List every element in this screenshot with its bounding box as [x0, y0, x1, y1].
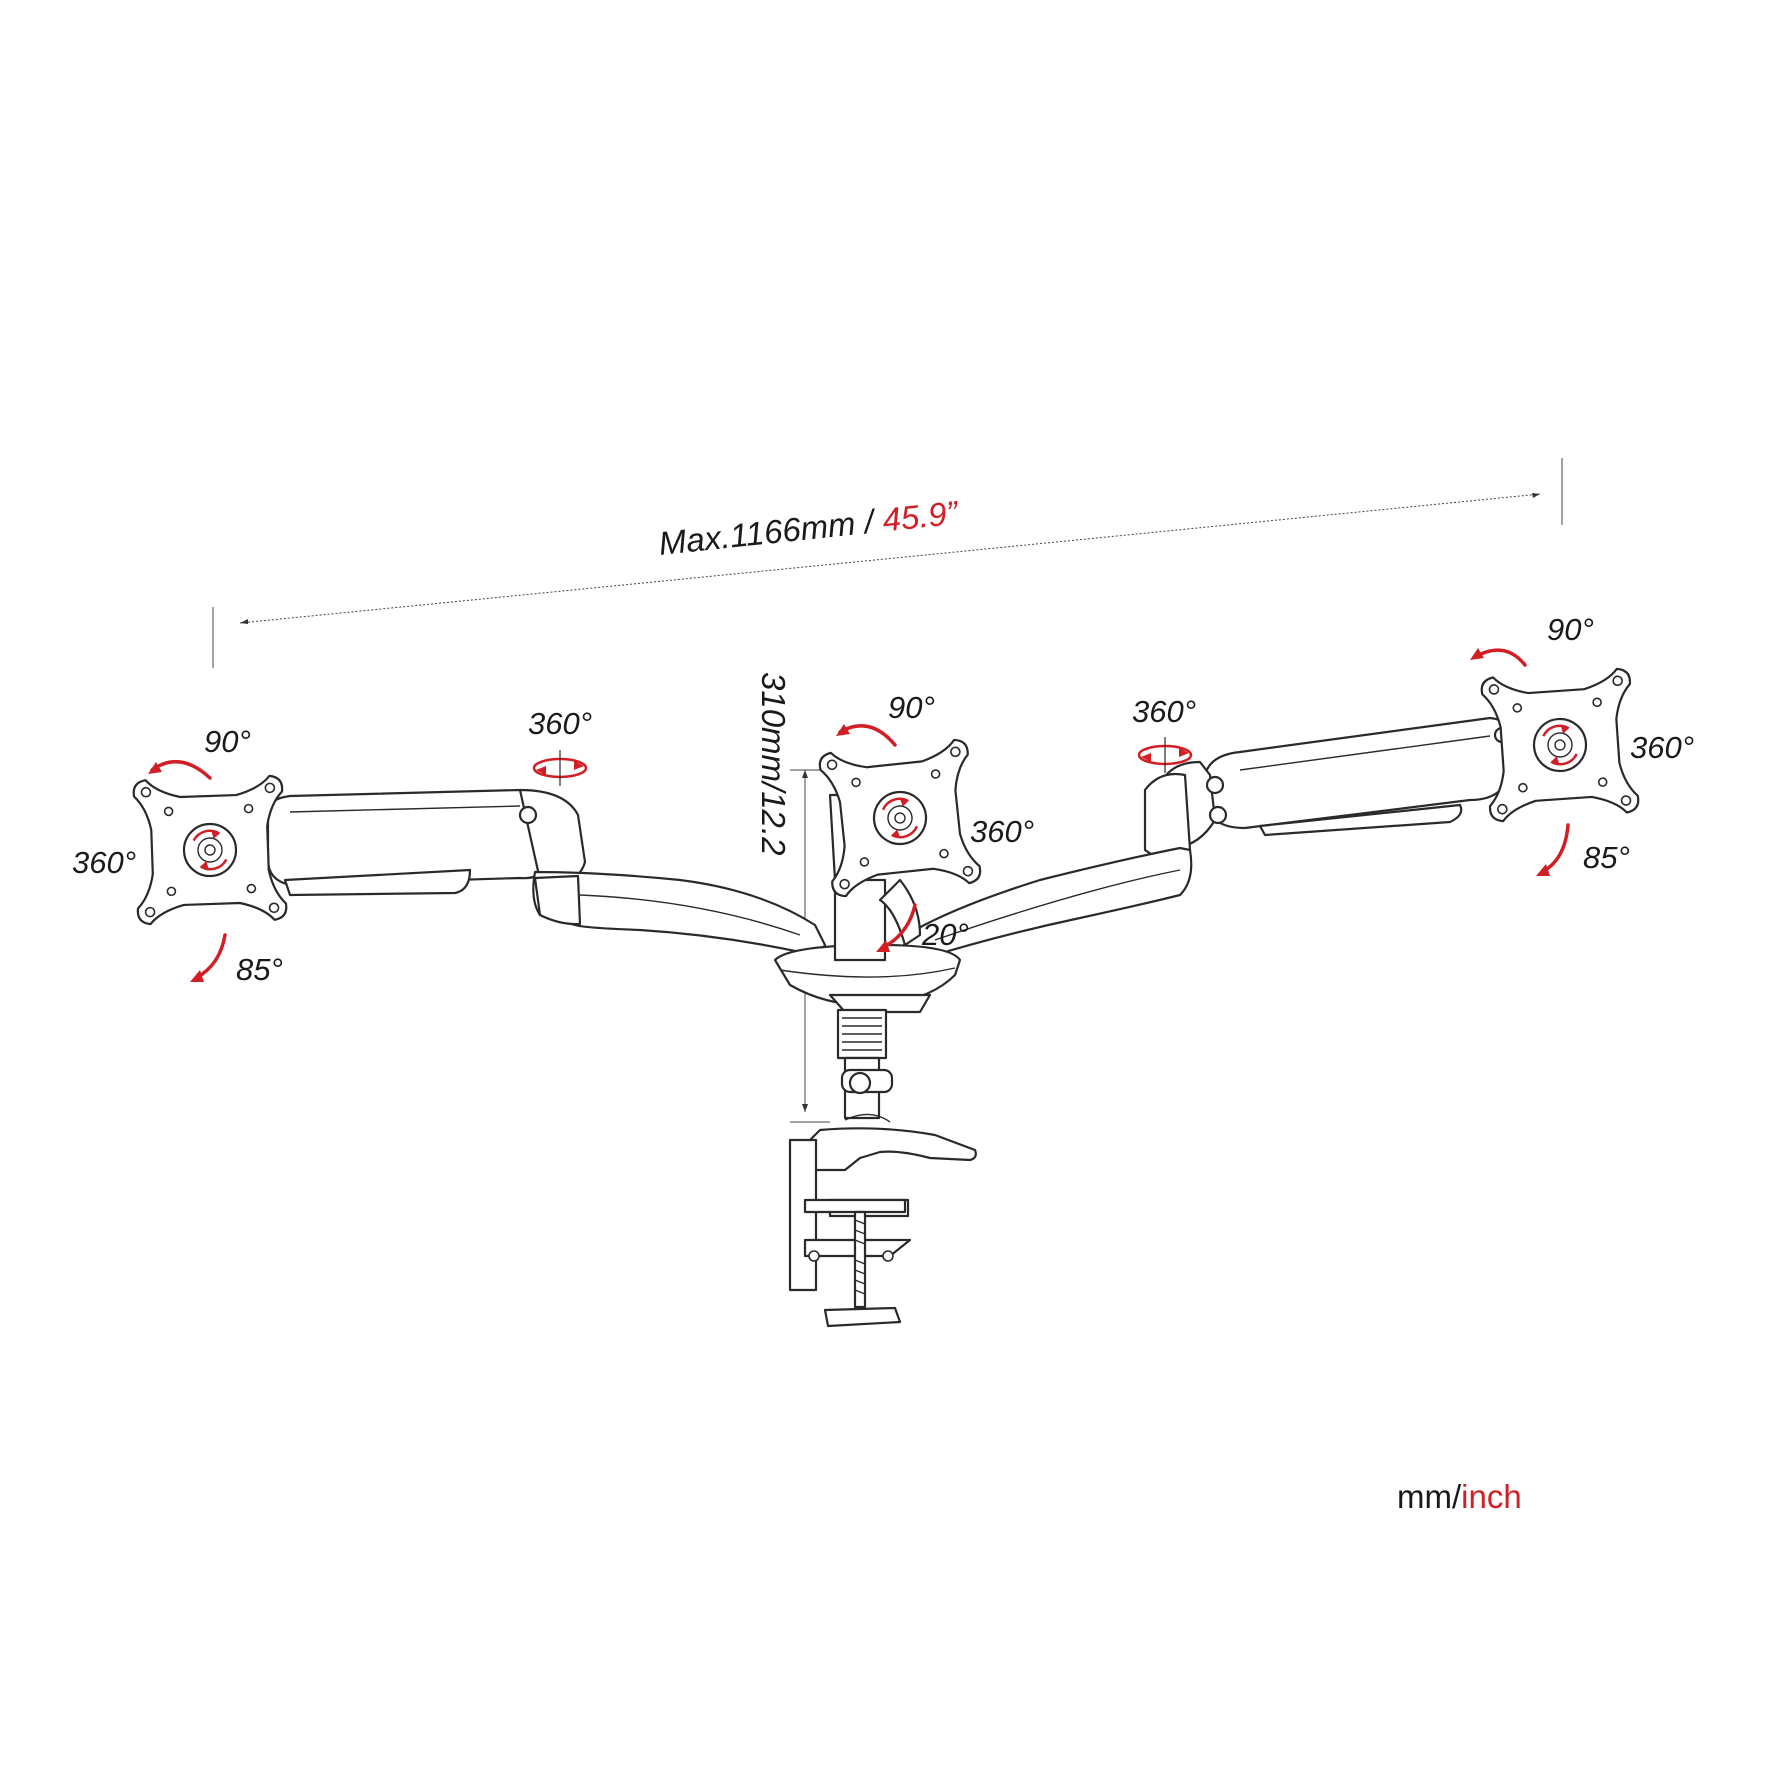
center-tilt-up-arrow-icon	[836, 724, 850, 736]
center-mount	[817, 737, 983, 947]
right-rotate-label: 360°	[1630, 730, 1694, 765]
left-tilt-down-label: 85°	[236, 952, 283, 987]
left-tilt-down-arrow-icon	[190, 970, 204, 982]
left-tilt-up-label: 90°	[204, 724, 251, 759]
right-tilt-down-label: 85°	[1583, 840, 1630, 875]
width-dimension-label: Max.1166mm / 45.9”	[657, 494, 961, 562]
center-tilt-down-arrow-icon	[876, 940, 890, 952]
center-hub	[773, 878, 962, 1120]
right-swivel-label: 360°	[1132, 694, 1196, 729]
height-dimension: 310mm/12.2	[755, 672, 830, 1123]
left-arm	[265, 788, 827, 954]
right-tilt-up-label: 90°	[1547, 612, 1594, 647]
height-dimension-label: 310mm/12.2	[755, 672, 792, 855]
left-vesa-plate	[132, 774, 288, 926]
center-tilt-down-label: 20°	[921, 917, 969, 952]
left-swivel-label: 360°	[528, 706, 592, 741]
left-tilt-up-arrow-icon	[148, 762, 162, 774]
right-tilt-down-arrow-icon	[1536, 864, 1550, 876]
right-vesa-plate	[1479, 666, 1641, 824]
center-vesa-plate	[817, 737, 983, 899]
width-dimension: Max.1166mm / 45.9”	[212, 458, 1563, 668]
left-rotate-label: 360°	[72, 845, 136, 880]
left-swivel-icon	[532, 748, 588, 788]
desk-clamp	[788, 1113, 977, 1328]
rotation-arrows	[148, 648, 1570, 982]
unit-legend: mm/inch	[1397, 1478, 1522, 1515]
center-rotate-label: 360°	[970, 814, 1034, 849]
right-tilt-up-arrow-icon	[1470, 648, 1484, 660]
center-tilt-up-label: 90°	[888, 690, 935, 725]
